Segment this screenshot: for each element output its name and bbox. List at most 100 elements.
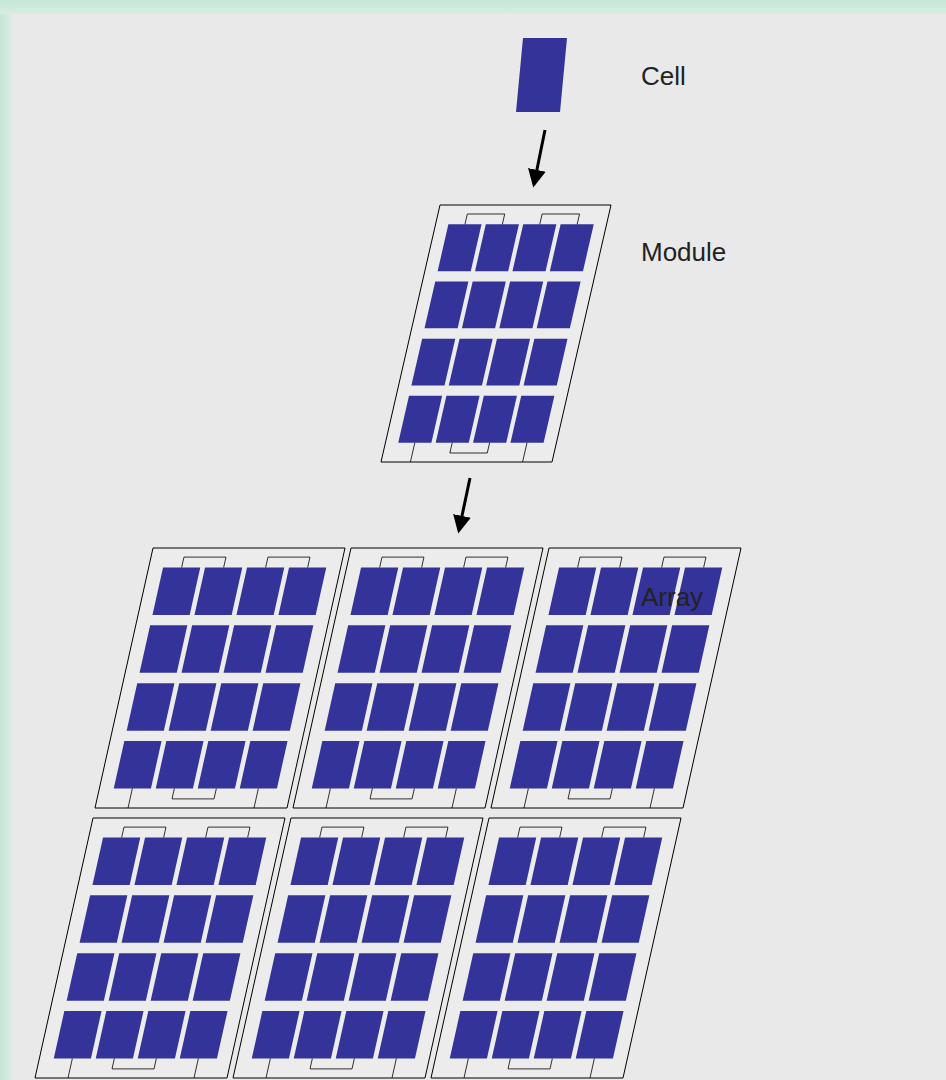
solar-cell <box>169 683 217 730</box>
solar-cell <box>451 683 499 730</box>
solar-cell <box>218 838 266 885</box>
solar-cell <box>462 281 506 328</box>
level-label: Array <box>641 583 703 613</box>
solar-cell <box>436 396 480 443</box>
solar-cell <box>476 568 524 615</box>
solar-cell <box>463 953 511 1000</box>
solar-cell <box>607 683 655 730</box>
solar-cell <box>294 1011 342 1058</box>
cell-wire <box>182 557 226 567</box>
solar-cell <box>134 838 182 885</box>
cell-wire <box>590 1059 594 1079</box>
cell-wire <box>578 557 622 567</box>
cell-wire <box>266 1059 270 1079</box>
solar-cell <box>378 1011 426 1058</box>
cell-wire <box>254 789 258 809</box>
solar-cell <box>530 838 578 885</box>
solar-cell <box>492 1011 540 1058</box>
solar-cell <box>488 838 536 885</box>
cell-wire <box>452 789 456 809</box>
cell-wire <box>326 789 330 809</box>
step-arrow <box>459 478 470 530</box>
solar-cell <box>572 838 620 885</box>
cell-wire <box>122 827 166 837</box>
solar-cell <box>236 568 284 615</box>
cell-wire <box>568 789 612 799</box>
solar-cell <box>523 683 571 730</box>
solar-cell <box>438 224 482 271</box>
solar-cell <box>151 953 199 1000</box>
cell-wire <box>410 443 414 462</box>
solar-cell <box>278 568 326 615</box>
solar-cell <box>374 838 422 885</box>
step-arrow <box>534 130 545 184</box>
solar-cell <box>550 224 594 271</box>
solar-cell <box>198 741 246 788</box>
level-label: Cell <box>641 62 686 92</box>
solar-cell <box>92 838 140 885</box>
solar-cell <box>547 953 595 1000</box>
solar-cell <box>499 281 543 328</box>
solar-cell <box>265 953 313 1000</box>
cell-wire <box>662 557 706 567</box>
solar-cell <box>537 281 581 328</box>
solar-cell <box>396 741 444 788</box>
cell-wire <box>465 214 505 224</box>
solar-cell <box>350 568 398 615</box>
solar-cell <box>565 683 613 730</box>
cell-wire <box>266 557 310 567</box>
solar-cell <box>67 953 115 1000</box>
solar-cell <box>380 625 428 672</box>
solar-cell <box>290 838 338 885</box>
solar-cell <box>312 741 360 788</box>
solar-cell <box>391 953 439 1000</box>
solar-cell <box>362 895 410 942</box>
cell-wire <box>508 1059 552 1069</box>
cell-wire <box>380 557 424 567</box>
solar-cell <box>193 953 241 1000</box>
solar-cell <box>476 895 524 942</box>
solar-cell <box>109 953 157 1000</box>
solar-cell <box>54 1011 102 1058</box>
solar-cell <box>206 895 254 942</box>
solar-cell <box>140 625 188 672</box>
slide-band <box>0 0 946 14</box>
solar-cell <box>590 568 638 615</box>
solar-cell <box>560 895 608 942</box>
solar-cell <box>138 1011 186 1058</box>
solar-cell <box>512 224 556 271</box>
cell-wire <box>602 827 646 837</box>
solar-cell <box>425 281 469 328</box>
solar-cell <box>354 741 402 788</box>
solar-cell <box>409 683 457 730</box>
solar-cell <box>473 396 517 443</box>
solar-cell <box>510 396 554 443</box>
solar-cell <box>636 741 684 788</box>
solar-cell <box>536 625 584 672</box>
solar-cell <box>211 683 259 730</box>
solar-cell <box>253 683 301 730</box>
solar-cell <box>464 625 512 672</box>
solar-cell <box>266 625 314 672</box>
solar-cell <box>176 838 224 885</box>
cell-wire <box>206 827 250 837</box>
solar-cell <box>194 568 242 615</box>
solar-cell <box>534 1011 582 1058</box>
level-label: Module <box>641 238 726 268</box>
solar-module <box>381 205 611 462</box>
cell-wire <box>464 557 508 567</box>
solar-cell <box>649 683 697 730</box>
cell-wire <box>650 789 654 809</box>
solar-cell <box>349 953 397 1000</box>
solar-cell <box>449 339 493 386</box>
cell-wire <box>68 1059 72 1079</box>
cell-wire <box>112 1059 156 1069</box>
solar-cell <box>320 895 368 942</box>
solar-cell <box>589 953 637 1000</box>
solar-cell <box>516 38 567 112</box>
solar-cell <box>505 953 553 1000</box>
solar-module <box>431 818 681 1078</box>
cell-wire <box>523 443 527 462</box>
cell-wire <box>172 789 216 799</box>
